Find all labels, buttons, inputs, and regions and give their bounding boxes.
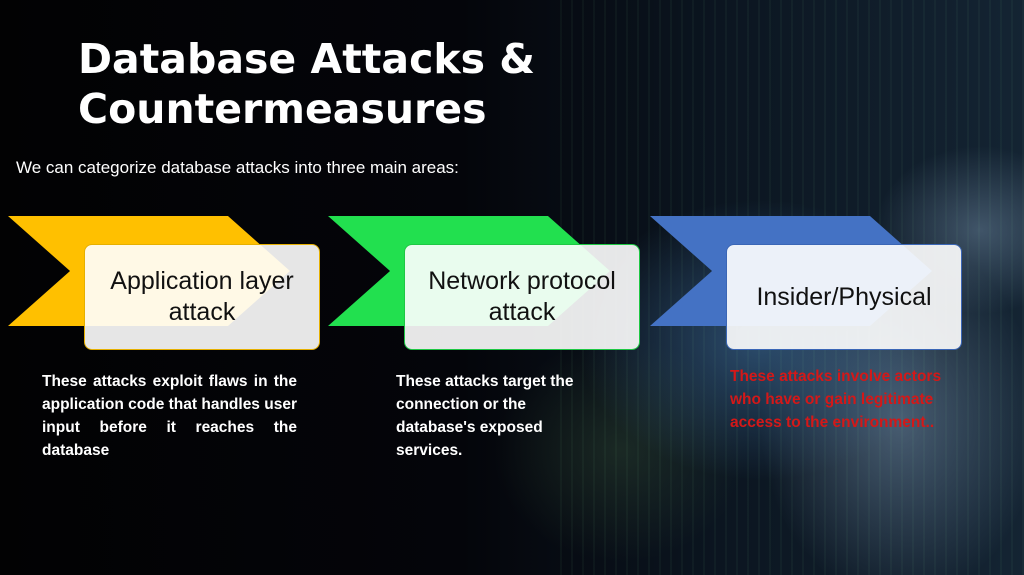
slide-title: Database Attacks & Countermeasures: [78, 35, 536, 133]
step-3-label-box: Insider/Physical: [726, 244, 962, 350]
step-1-label: Application layer attack: [110, 267, 294, 326]
step-1-description: These attacks exploit flaws in the appli…: [42, 373, 297, 459]
step-2-description: These attacks target the connection or t…: [396, 373, 574, 459]
step-1-label-box: Application layer attack: [84, 244, 320, 350]
step-3-description: These attacks involve actors who have or…: [730, 368, 942, 431]
step-3-label: Insider/Physical: [756, 282, 932, 311]
step-2-label-box: Network protocol attack: [404, 244, 640, 350]
step-2-label: Network protocol attack: [428, 267, 616, 326]
slide-subtitle: We can categorize database attacks into …: [16, 158, 459, 177]
